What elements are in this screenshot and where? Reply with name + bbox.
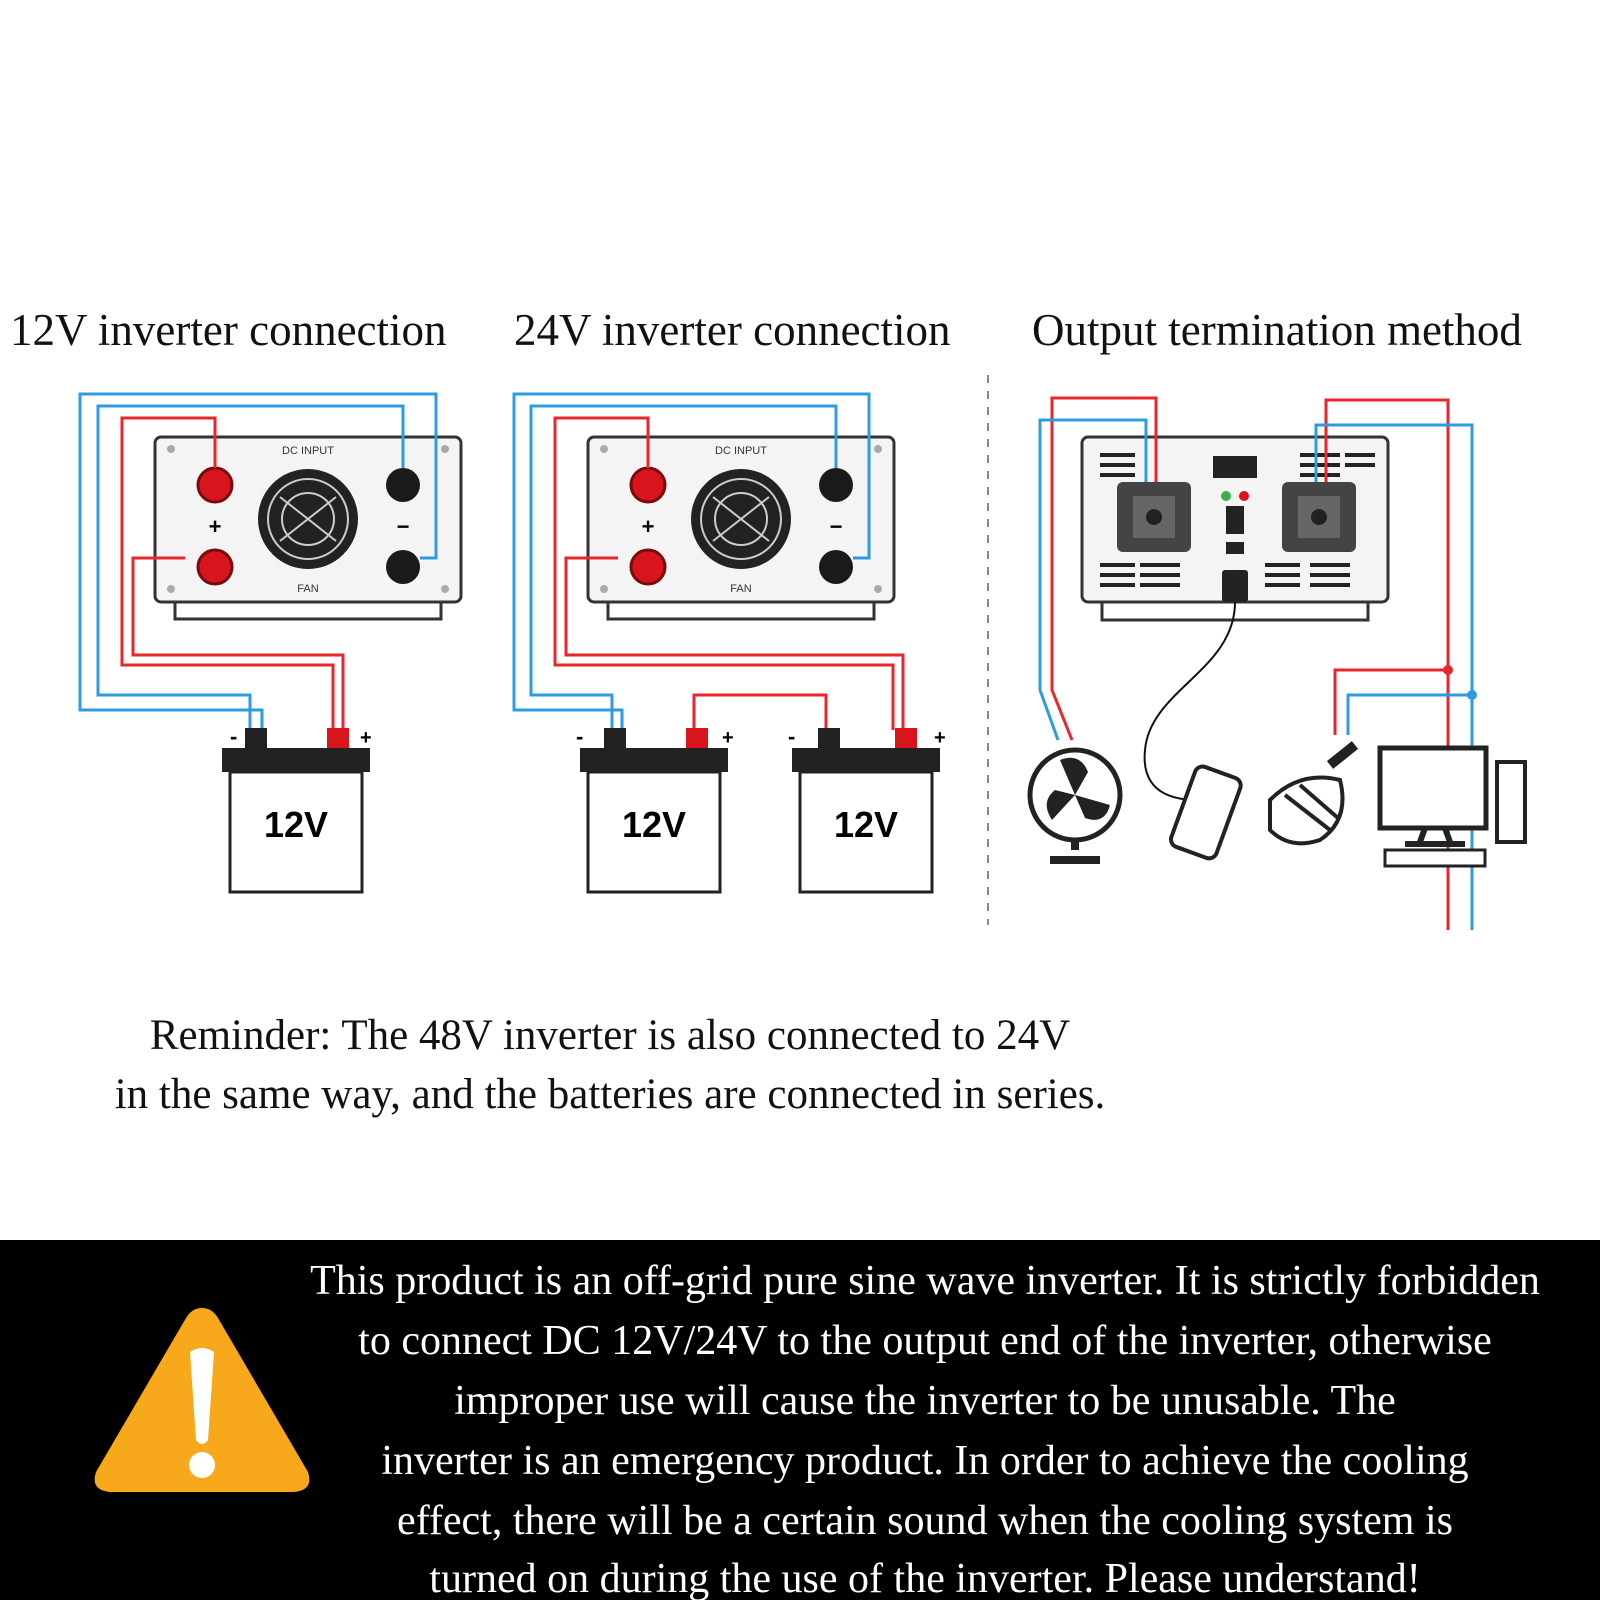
- smartphone-icon: [1168, 764, 1243, 861]
- warning-icon: [94, 1308, 310, 1492]
- dc-input-label: DC INPUT: [715, 445, 767, 457]
- computer-icon: [1377, 745, 1527, 868]
- fan-icon: [1027, 747, 1123, 864]
- battery-plus: +: [934, 727, 946, 749]
- warning-line: to connect DC 12V/24V to the output end …: [358, 1318, 1492, 1364]
- warning-line: This product is an off-grid pure sine wa…: [310, 1258, 1540, 1304]
- reminder-line-2: in the same way, and the batteries are c…: [114, 1071, 1106, 1118]
- battery-minus: -: [230, 724, 237, 749]
- plus-sign: +: [209, 514, 222, 539]
- wires-24v: [512, 392, 905, 730]
- warning-line: improper use will cause the inverter to …: [454, 1378, 1396, 1424]
- minus-sign: −: [830, 514, 843, 539]
- title-12v-connection: 12V inverter connection: [10, 305, 447, 355]
- warning-line: inverter is an emergency product. In ord…: [381, 1438, 1469, 1484]
- warning-line: effect, there will be a certain sound wh…: [397, 1498, 1453, 1544]
- fan-label: FAN: [297, 583, 318, 595]
- battery-plus: +: [360, 727, 372, 749]
- dc-input-label: DC INPUT: [282, 445, 334, 457]
- battery-12v-series-2: - + 12V: [788, 724, 946, 894]
- warning-line: turned on during the use of the inverter…: [429, 1556, 1421, 1602]
- battery-12v-series-1: - + 12V: [576, 724, 734, 894]
- warning-band: This product is an off-grid pure sine wa…: [0, 1240, 1600, 1600]
- usb-port-icon: [1226, 542, 1244, 554]
- display-icon: [1213, 456, 1257, 478]
- battery-minus: -: [788, 724, 795, 749]
- power-switch-icon: [1226, 506, 1244, 534]
- inverter-24v: DC INPUT FAN + −: [586, 435, 896, 621]
- battery-voltage: 12V: [264, 804, 328, 845]
- battery-12v-single: - + 12V: [220, 724, 372, 894]
- minus-sign: −: [397, 514, 410, 539]
- inverter-ac-output: [1080, 435, 1390, 622]
- light-bulb-icon: [1268, 741, 1359, 846]
- inverter-12v: DC INPUT FAN + −: [153, 435, 463, 621]
- title-output-method: Output termination method: [1032, 305, 1522, 355]
- battery-voltage: 12V: [622, 804, 686, 845]
- reminder-line-1: Reminder: The 48V inverter is also conne…: [149, 1012, 1071, 1059]
- battery-minus: -: [576, 724, 583, 749]
- battery-plus: +: [722, 727, 734, 749]
- wiring-diagram: DC INPUT FAN + − - + 12V DC INPUT FAN + …: [78, 375, 1527, 930]
- wires-12v: [78, 392, 438, 730]
- battery-voltage: 12V: [834, 804, 898, 845]
- fan-label: FAN: [730, 583, 751, 595]
- title-24v-connection: 24V inverter connection: [514, 305, 951, 355]
- plus-sign: +: [642, 514, 655, 539]
